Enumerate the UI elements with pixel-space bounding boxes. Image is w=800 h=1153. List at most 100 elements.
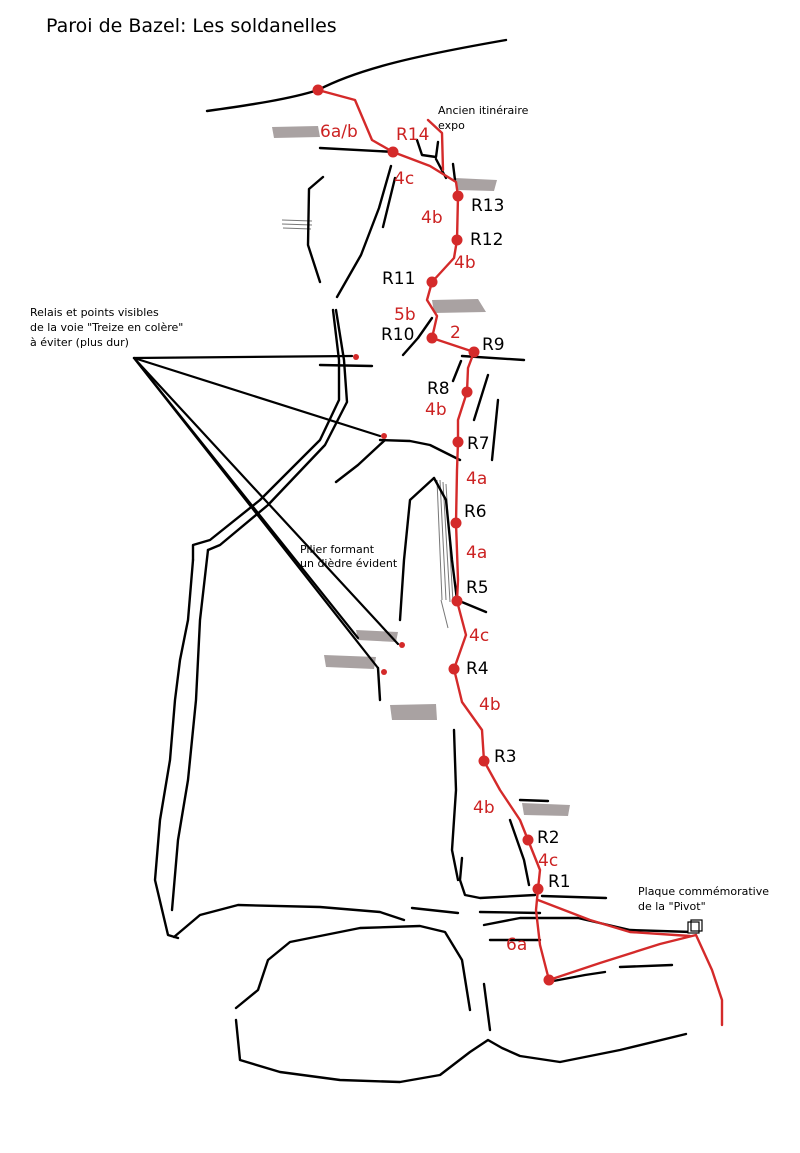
grade-l10: 4b [454, 253, 476, 273]
note-ancien-line2: expo [438, 119, 465, 132]
grade-l8: 2 [450, 323, 461, 343]
label-r9: R9 [482, 335, 505, 355]
relay-dot-r1 [532, 883, 544, 895]
gully-right-r4 [450, 728, 460, 882]
grade-l9: 5b [394, 305, 416, 325]
r7-crack-right-2 [490, 398, 500, 462]
grade-l12: 4c [394, 169, 414, 189]
annotations: Ancien itinéraire expo Relais et points … [30, 104, 769, 913]
ledge-r13 [455, 178, 497, 191]
grade-l1: 4c [538, 851, 558, 871]
note-pilier-line1: Pilier formant [300, 543, 375, 556]
label-r13: R13 [471, 196, 504, 216]
grade-l5: 4a [466, 543, 487, 563]
relay-dot-r9 [468, 346, 480, 358]
label-r2: R2 [537, 828, 560, 848]
relay-dot-r2 [522, 834, 534, 846]
label-r6: R6 [464, 502, 487, 522]
ledge-top-left [272, 126, 320, 138]
label-r8: R8 [427, 379, 450, 399]
label-r1: R1 [548, 872, 571, 892]
base-right-arc [482, 916, 694, 934]
label-r14: R14 [396, 125, 429, 145]
r7-ledge-down [334, 438, 387, 484]
note-pilier-line2: un dièdre évident [300, 557, 398, 570]
hatch-pilier [436, 479, 454, 629]
ledge-r3 [522, 803, 570, 816]
grade-l11: 4b [421, 208, 443, 228]
relay-dot-r12 [451, 234, 463, 246]
pointer-to-top-dot [132, 354, 354, 360]
note-relais-line1: Relais et points visibles [30, 306, 159, 319]
base-right-3 [546, 970, 607, 984]
hatch-top-left [281, 219, 313, 230]
label-r5: R5 [466, 578, 489, 598]
other-route-dot-1 [353, 354, 359, 360]
note-plaque-line2: de la "Pivot" [638, 900, 706, 913]
r1-ledge-right [540, 894, 608, 900]
left-crack-upper [306, 175, 325, 284]
base-outline-1 [172, 903, 406, 939]
relay-dot-r6 [450, 517, 462, 529]
label-r12: R12 [470, 230, 503, 250]
relay-dot-r7 [452, 436, 464, 448]
left-crack-r14 [335, 164, 393, 299]
relay-labels: R14 R13 R12 R11 R10 R9 R8 R7 R6 R5 R4 R3… [381, 125, 571, 892]
relais-pointers [132, 354, 400, 670]
note-ancien-line1: Ancien itinéraire [438, 104, 529, 117]
label-r11: R11 [382, 269, 415, 289]
diagram-title: Paroi de Bazel: Les soldanelles [46, 15, 337, 37]
pointer-to-r7-dot [132, 356, 382, 438]
r7-crack-right [472, 373, 490, 422]
base-left-arc [234, 924, 472, 1012]
other-route-dot-4 [381, 669, 387, 675]
base-outline-3 [478, 910, 542, 915]
relay-dot-r5 [451, 595, 463, 607]
label-r10: R10 [381, 325, 414, 345]
relay-dot-r10 [426, 332, 438, 344]
grade-labels: 6a 4c 4b 4b 4c 4a 4a 4b 2 5b 4b 4b 4c 6a… [320, 122, 558, 955]
gully-line-a [191, 308, 341, 562]
relay-dot-r8 [461, 386, 473, 398]
grade-l6: 4a [466, 469, 487, 489]
note-plaque-line1: Plaque commémorative [638, 885, 769, 898]
r13-notch [451, 162, 457, 182]
r9-crack-down [451, 359, 463, 383]
r10-crack [401, 316, 434, 357]
ledges [272, 126, 570, 816]
ledge-left-low [390, 704, 437, 720]
base-right-4 [618, 963, 674, 969]
relay-dots [312, 84, 555, 986]
relay-dot-r14 [387, 146, 399, 158]
other-route-dot-2 [381, 433, 387, 439]
relay-dot-r13 [452, 190, 464, 202]
route-ancien-itineraire [426, 118, 445, 172]
pilier-right [432, 476, 488, 614]
base-inner [482, 982, 492, 1032]
note-relais-line2: de la voie "Treize en colère" [30, 321, 183, 334]
label-r4: R4 [466, 659, 489, 679]
label-r3: R3 [494, 747, 517, 767]
pilier-left [398, 476, 436, 622]
grade-l13: 6a/b [320, 122, 358, 142]
pointer-from-dot [132, 356, 400, 646]
ledge-r11 [432, 299, 486, 313]
route-approach-right [547, 933, 724, 1027]
grade-l3: 4b [479, 695, 501, 715]
relay-dot-start [543, 974, 555, 986]
ledge-line-mid [318, 363, 374, 368]
rock-outlines [153, 38, 694, 1084]
r3-notch [518, 798, 550, 803]
relay-dot-r11 [426, 276, 438, 288]
r2-crack [508, 818, 531, 887]
crest-line [205, 38, 508, 113]
relay-dot-r4 [448, 663, 460, 675]
relay-dot-r3 [478, 755, 490, 767]
ledge-left-under [376, 666, 382, 702]
label-r7: R7 [467, 434, 490, 454]
grade-l0: 6a [506, 935, 527, 955]
plaque-icon [687, 919, 703, 934]
short-crack [381, 176, 397, 229]
ledge-left-mid-2 [324, 655, 376, 669]
r1-ledge-left [458, 856, 537, 900]
